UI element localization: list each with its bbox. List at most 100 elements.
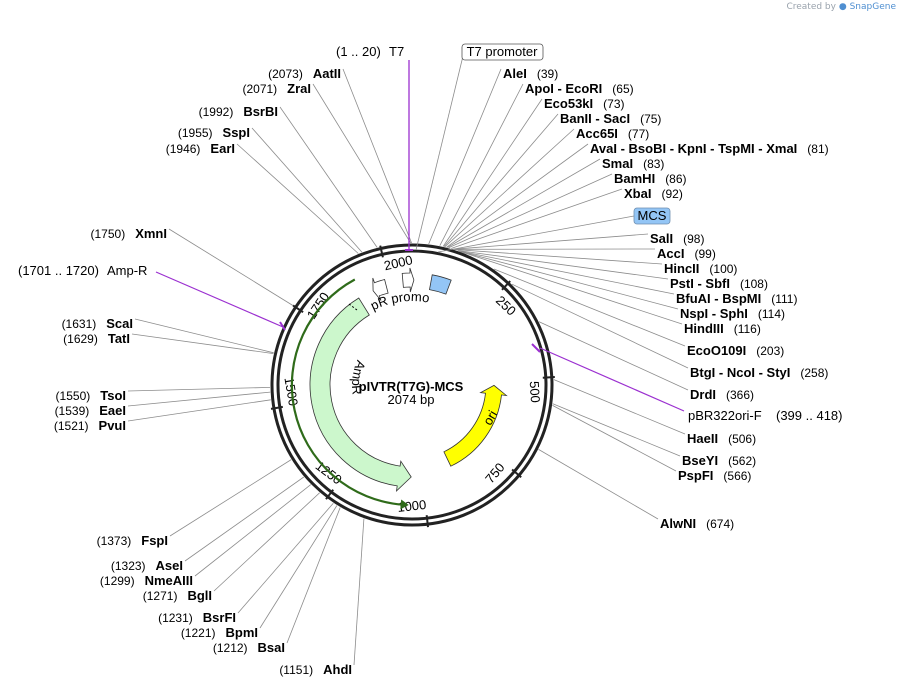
site-label-pspfi: PspFI(566) [678,468,751,483]
site-name: BsrBI [243,104,278,119]
mcs-box [633,207,671,225]
site-nmeaiii[interactable]: (1299)NmeAIII [100,573,193,588]
site-name: XmnI [135,226,167,241]
site-position: (1631) [62,317,97,331]
pbr322ori-primer[interactable]: pBR322ori-F (399 .. 418) [531,343,843,423]
site-scai[interactable]: (1631)ScaI [62,316,133,331]
site-xbai[interactable]: XbaI(92) [624,186,683,201]
site-bpmi[interactable]: (1221)BpmI [181,625,258,640]
site-position: (1299) [100,574,135,588]
site-name: PspFI [678,468,713,483]
site-btgi-ncoi-styi[interactable]: BtgI - NcoI - StyI(258) [690,365,828,380]
ampr-feature-arrow[interactable] [309,297,412,492]
site-label-acc65i: Acc65I(77) [576,126,649,141]
site-asei[interactable]: (1323)AseI [111,558,183,573]
mcs-label: MCS [638,208,667,223]
site-ecoo109i[interactable]: EcoO109I(203) [687,343,784,358]
site-leader-eaei [127,391,271,407]
amp-r-primer-mark [279,321,286,331]
site-eari[interactable]: (1946)EarI [166,141,235,156]
site-position: (65) [612,82,633,96]
site-tati[interactable]: (1629) TatI [63,331,130,346]
site-zrai[interactable]: (2071)ZraI [242,81,311,96]
site-leader-alwni [538,449,659,520]
site-aatii[interactable]: (2073)AatII [268,66,341,81]
site-pvui[interactable]: (1521)PvuI [54,418,126,433]
site-name: AseI [156,558,183,573]
site-label-scai: (1631)ScaI [62,316,133,331]
site-sspi[interactable]: (1955)SspI [178,125,250,140]
site-leader-nmeaiii [194,484,312,577]
ampr-promoter-overlap-mark [348,303,358,311]
site-bsrfi[interactable]: (1231)BsrFI [158,610,236,625]
site-label-eari: (1946)EarI [166,141,235,156]
site-haeii[interactable]: HaeII(506) [687,431,756,446]
site-bsrbi[interactable]: (1992)BsrBI [199,104,278,119]
site-nspi-sphi[interactable]: NspI - SphI(114) [680,306,785,321]
site-sali[interactable]: SalI(98) [650,231,704,246]
site-bamhi[interactable]: BamHI(86) [614,171,687,186]
site-ahdi[interactable]: (1151)AhdI [279,662,352,677]
site-bseyi[interactable]: BseYI(562) [682,453,756,468]
site-avai-bsobi-kpni-tspmi-xmai[interactable]: AvaI - BsoBI - KpnI - TspMI - XmaI(81) [590,141,829,156]
site-smai[interactable]: SmaI(83) [602,156,664,171]
site-name: EarI [210,141,235,156]
site-position: (1629) [63,332,98,346]
site-leader-avai-bsobi-kpni-tspmi-xmai [446,143,589,248]
site-name: AlwNI [660,516,696,531]
ori-feature-arrow[interactable] [443,384,508,467]
site-label-acci: AccI(99) [657,246,716,261]
site-leader-btgi-ncoi-styi [511,283,689,369]
site-psti-sbfi[interactable]: PstI - SbfI(108) [670,276,768,291]
site-name: AvaI - BsoBI - KpnI - TspMI - XmaI [590,141,797,156]
site-leader-bsai [286,507,341,644]
site-name: BfuAI - BspMI [676,291,761,306]
restriction-site-labels: AleI(39)ApoI - EcoRI(65)Eco53kI(73)BanII… [54,66,829,677]
tick-mark-750 [511,468,522,479]
site-bsai[interactable]: (1212)BsaI [213,640,285,655]
ampr-promoter-arrow[interactable] [372,277,389,301]
site-leader-aatii [342,68,412,244]
site-tsoi[interactable]: (1550)TsoI [56,388,126,403]
site-xmni[interactable]: (1750)XmnI [91,226,167,241]
site-bgli[interactable]: (1271)BglI [143,588,212,603]
site-fspi[interactable]: (1373)FspI [97,533,168,548]
t7-promoter-callout[interactable]: T7 promoter [415,43,544,251]
t7-promoter-arrow[interactable] [401,267,415,293]
site-bfuai-bspmi[interactable]: BfuAI - BspMI(111) [676,291,797,306]
amp-r-primer[interactable]: (1701 .. 1720) Amp-R [18,263,286,331]
site-leader-scai [134,318,274,354]
site-name: BsrFI [203,610,236,625]
site-leader-sali [453,233,649,250]
site-name: SspI [223,125,250,140]
site-leader-bgli [213,492,320,592]
mcs-callout[interactable]: MCS [437,207,671,253]
site-drdi[interactable]: DrdI(366) [690,387,754,402]
site-hincii[interactable]: HincII(100) [664,261,737,276]
site-hindiii[interactable]: HindIII(116) [684,321,761,336]
site-position: (99) [694,247,715,261]
site-position: (1550) [56,389,91,403]
site-label-avai-bsobi-kpni-tspmi-xmai: AvaI - BsoBI - KpnI - TspMI - XmaI(81) [590,141,829,156]
site-position: (2073) [268,67,303,81]
site-name: TatI [108,331,130,346]
site-label-pvui: (1521)PvuI [54,418,126,433]
t7-primer[interactable]: (1 .. 20) T7 [336,44,413,251]
t7-primer-name: T7 [389,44,404,59]
t7-promoter-leader [415,55,464,251]
mcs-feature-block[interactable] [429,274,452,295]
site-alwni[interactable]: AlwNI(674) [660,516,734,531]
site-pspfi[interactable]: PspFI(566) [678,468,751,483]
site-label-bamhi: BamHI(86) [614,171,687,186]
site-banii-saci[interactable]: BanII - SacI(75) [560,111,661,126]
site-eco53ki[interactable]: Eco53kI(73) [544,96,625,111]
site-leader-asei [184,476,305,562]
site-acci[interactable]: AccI(99) [657,246,716,261]
site-leader-pspfi [552,405,677,472]
site-acc65i[interactable]: Acc65I(77) [576,126,649,141]
site-apoi-ecori[interactable]: ApoI - EcoRI(65) [525,81,634,96]
site-leader-pvui [127,399,271,422]
site-eaei[interactable]: (1539)EaeI [55,403,126,418]
site-alei[interactable]: AleI(39) [503,66,558,81]
site-position: (203) [756,344,784,358]
